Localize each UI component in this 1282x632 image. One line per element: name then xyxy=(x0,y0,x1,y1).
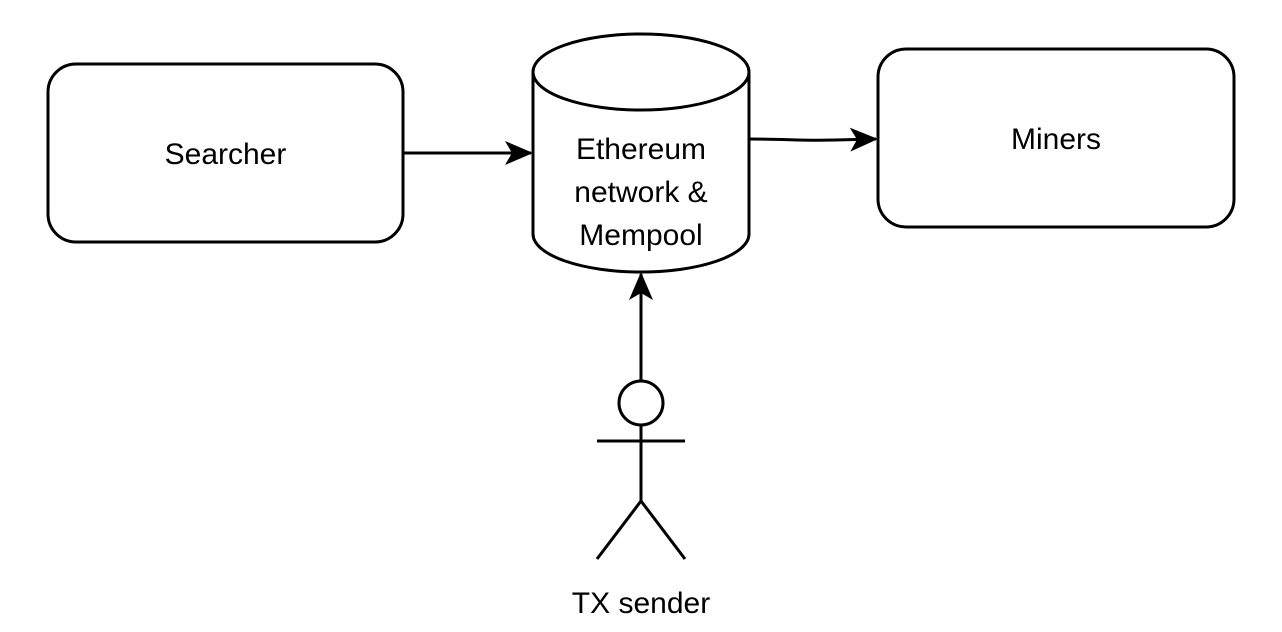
actor-left-leg xyxy=(595,500,643,560)
miners-box xyxy=(876,47,1236,229)
miners-label: Miners xyxy=(1011,123,1101,156)
cylinder-top-rim xyxy=(531,71,751,112)
edge-network-to-miners[interactable] xyxy=(748,127,878,152)
actor-head xyxy=(617,379,665,427)
tx-sender-actor[interactable]: TX sender xyxy=(572,379,710,620)
searcher-label: Searcher xyxy=(165,138,287,171)
searcher-node[interactable]: Searcher xyxy=(46,62,405,244)
network-label-line-1: Ethereum xyxy=(576,133,706,166)
network-label-line-3: Mempool xyxy=(579,219,702,252)
miners-node[interactable]: Miners xyxy=(876,47,1236,229)
actor-right-leg xyxy=(639,500,687,560)
tx-sender-label: TX sender xyxy=(572,587,710,620)
network-label-line-2: network & xyxy=(574,176,707,209)
network-mempool-node[interactable]: Ethereum network & Mempool xyxy=(531,32,751,274)
cylinder-body xyxy=(531,32,751,274)
